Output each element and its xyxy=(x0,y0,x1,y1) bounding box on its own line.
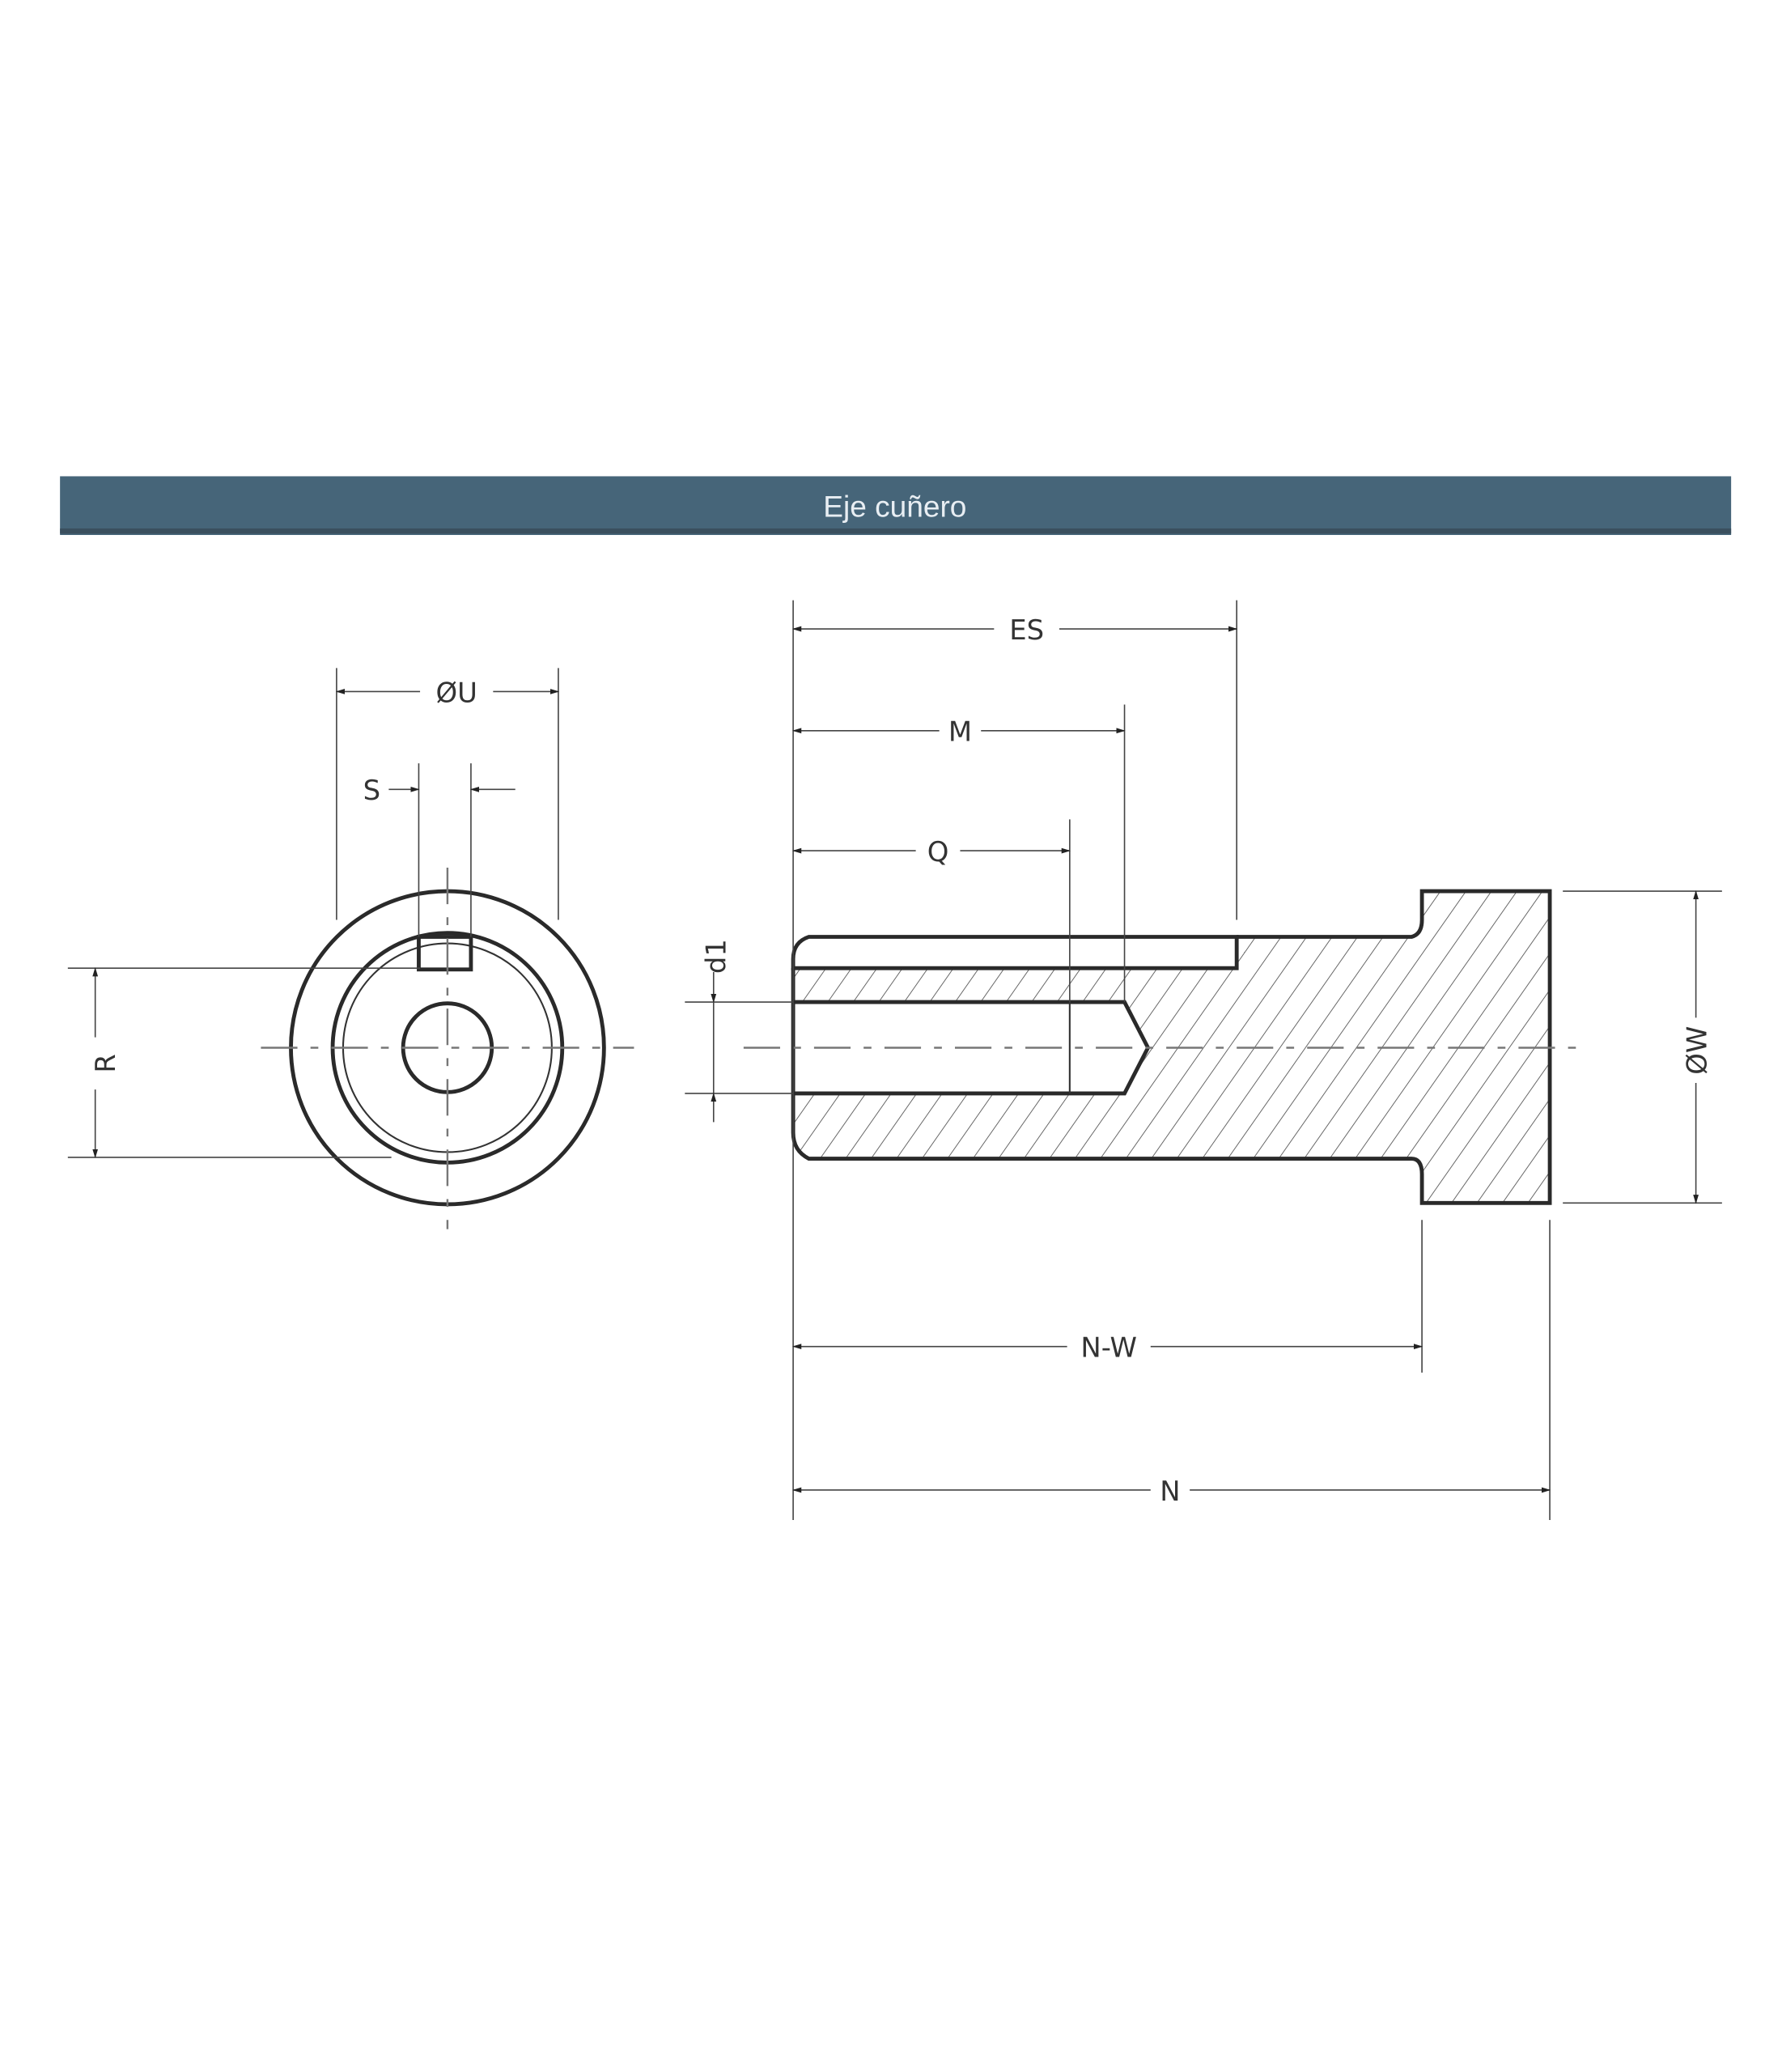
dimension-label-es: ES xyxy=(1009,614,1044,646)
title-banner: Eje cuñero xyxy=(60,476,1732,535)
dimension-label-r: R xyxy=(90,1054,121,1073)
dimension-label-m: M xyxy=(948,716,972,748)
dimension-label-s: S xyxy=(363,775,380,806)
dimension-label-u: ØU xyxy=(435,677,477,708)
side-section-view: ES M Q d1 ØW N-W N xyxy=(685,600,1722,1521)
dimension-label-n: N xyxy=(1160,1475,1180,1507)
dimension-label-d1: d1 xyxy=(700,939,732,974)
dimension-label-n-w: N-W xyxy=(1080,1332,1137,1364)
banner-title: Eje cuñero xyxy=(823,489,966,523)
dimension-label-w: ØW xyxy=(1682,1026,1713,1075)
dimension-label-q: Q xyxy=(927,836,949,868)
keyway-profile xyxy=(791,935,1239,970)
front-view: ØU S R xyxy=(67,668,634,1229)
shaft-outline xyxy=(791,889,1552,1205)
keyway-slot xyxy=(417,935,473,972)
